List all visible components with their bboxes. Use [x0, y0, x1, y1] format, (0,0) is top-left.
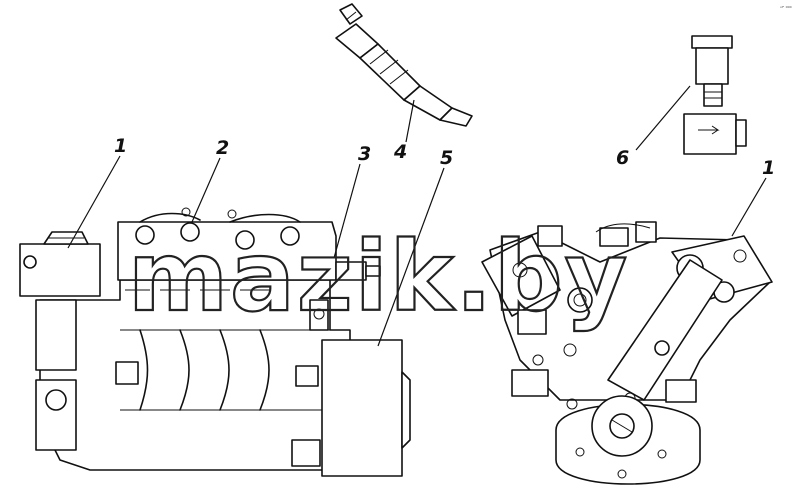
leader-4 [405, 99, 415, 143]
leader-3 [333, 163, 361, 259]
leader-1a [67, 155, 121, 249]
callout-labels: 1 2 3 4 5 6 1 [114, 135, 775, 179]
leader-6 [635, 85, 691, 151]
pump-front-view [481, 221, 773, 485]
callout-1-right: 1 [762, 157, 775, 179]
callout-5: 5 [440, 147, 453, 169]
callout-3: 3 [358, 143, 371, 165]
watermark-text: mazik.by [128, 221, 629, 333]
callout-6: 6 [616, 147, 629, 169]
leader-5 [377, 167, 445, 347]
leader-2 [191, 157, 221, 223]
leader-lines [67, 85, 767, 347]
callout-2: 2 [216, 137, 229, 159]
valve-drawing [683, 35, 747, 155]
corner-mark: ᵛᴾ ⁰⁰⁰ [780, 6, 792, 12]
leader-1b [731, 177, 767, 237]
injector-drawing [335, 3, 473, 127]
pump-side-view [19, 207, 411, 477]
callout-4: 4 [393, 141, 407, 163]
callout-1-left: 1 [114, 135, 127, 157]
